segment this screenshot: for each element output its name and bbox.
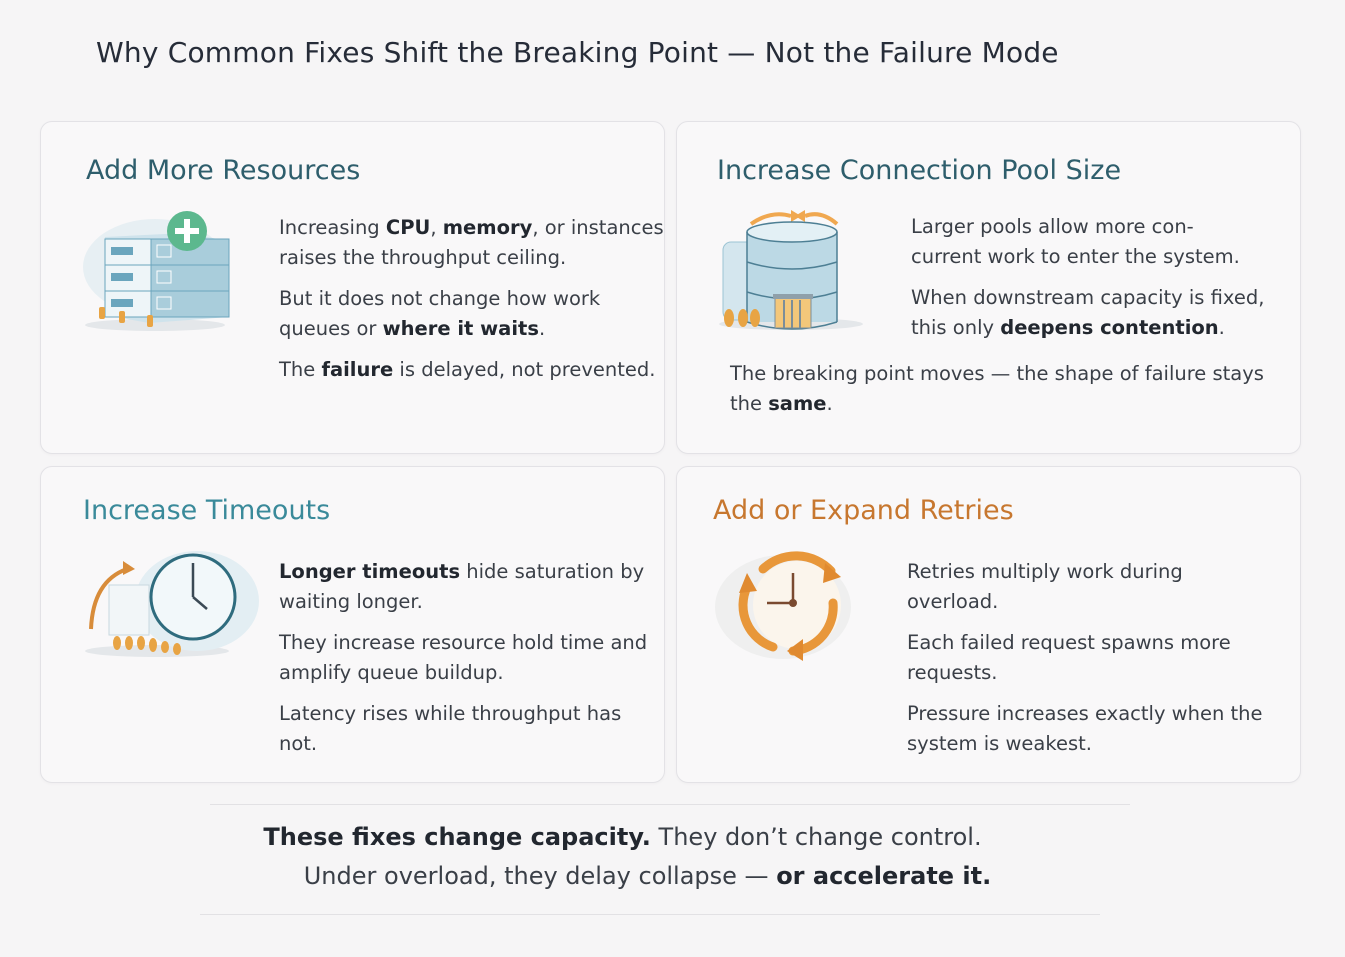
paragraph: When downstream capacity is fixed, this … bbox=[911, 286, 1265, 339]
database-pool-icon bbox=[719, 210, 863, 330]
server-stack-plus-icon bbox=[83, 211, 230, 331]
card-heading: Increase Timeouts bbox=[83, 495, 331, 526]
footer-line-1: These fixes change capacity. They don’t … bbox=[263, 823, 982, 851]
card-add-more-resources: Add More Resources Increasing CPU, memor… bbox=[40, 121, 665, 454]
card-body: Increasing CPU, memory, or instances rai… bbox=[279, 213, 664, 396]
paragraph: Retries multiply work during overload. bbox=[907, 560, 1183, 613]
card-body: Retries multiply work during overload. E… bbox=[907, 557, 1267, 770]
paragraph: Larger pools allow more con-current work… bbox=[911, 215, 1240, 268]
clock-icon bbox=[85, 551, 259, 657]
card-increase-timeouts: Increase Timeouts Longer timeouts hide s… bbox=[40, 466, 665, 783]
paragraph: Latency rises while throughput has not. bbox=[279, 702, 622, 755]
card-heading: Add More Resources bbox=[86, 155, 361, 186]
card-heading: Increase Connection Pool Size bbox=[717, 155, 1122, 186]
paragraph: Each failed request spawns more requests… bbox=[907, 631, 1231, 684]
paragraph: They increase resource hold time and amp… bbox=[279, 631, 648, 684]
divider-bottom bbox=[200, 914, 1100, 915]
page-title: Why Common Fixes Shift the Breaking Poin… bbox=[96, 36, 1059, 69]
card-summary: The breaking point moves — the shape of … bbox=[730, 359, 1270, 430]
footer-line-2: Under overload, they delay collapse — or… bbox=[303, 862, 992, 890]
card-increase-connection-pool: Increase Connection Pool Size Larger poo… bbox=[676, 121, 1301, 454]
paragraph: The failure is delayed, not prevented. bbox=[279, 358, 656, 381]
card-add-or-expand-retries: Add or Expand Retries Retries multiply w… bbox=[676, 466, 1301, 783]
paragraph: Increasing CPU, memory, or instances rai… bbox=[279, 216, 664, 269]
card-body: Longer timeouts hide saturation by waiti… bbox=[279, 557, 659, 770]
paragraph: The breaking point moves — the shape of … bbox=[730, 362, 1264, 415]
paragraph: But it does not change how work queues o… bbox=[279, 287, 601, 340]
paragraph: Longer timeouts hide saturation by waiti… bbox=[279, 560, 645, 613]
divider-top bbox=[210, 804, 1130, 805]
card-heading: Add or Expand Retries bbox=[713, 495, 1014, 526]
card-body: Larger pools allow more con-current work… bbox=[911, 212, 1296, 354]
paragraph: Pressure increases exactly when the syst… bbox=[907, 702, 1263, 755]
retry-cycle-clock-icon bbox=[715, 551, 851, 661]
